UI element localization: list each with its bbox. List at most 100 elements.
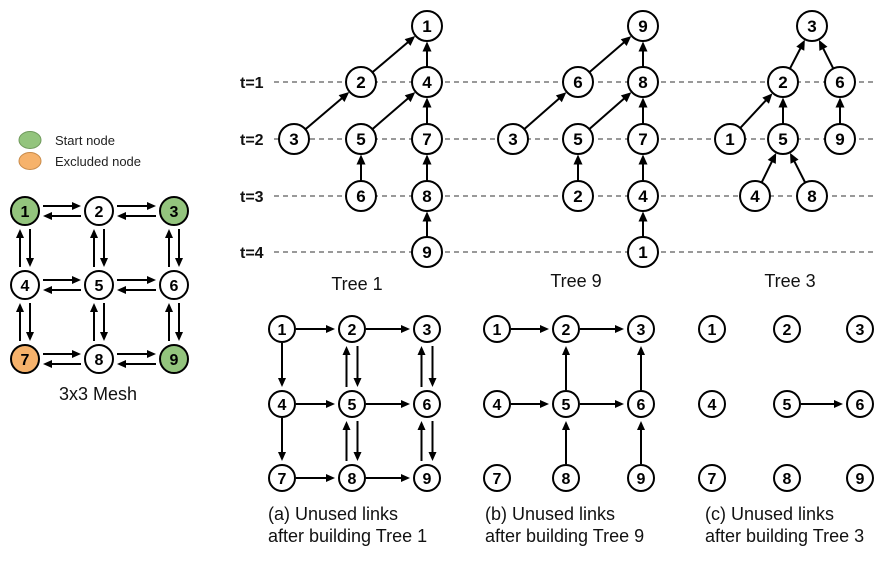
node-circle xyxy=(338,390,366,418)
node-label: 1 xyxy=(278,322,287,339)
tree-1-node-6: 6 xyxy=(345,180,377,212)
arrowhead xyxy=(428,452,437,461)
panel-a-node-1: 1 xyxy=(268,315,296,343)
arrow-shaft xyxy=(789,47,802,70)
arrowhead xyxy=(422,211,432,222)
node-label: 7 xyxy=(21,352,30,369)
node-label: 2 xyxy=(348,322,357,339)
tree-1-edge-7-to-4 xyxy=(422,97,432,124)
panel-b-caption-line1: (b) Unused links xyxy=(485,504,615,524)
mesh-node-4: 4 xyxy=(10,270,40,300)
mesh-node-2: 2 xyxy=(84,196,114,226)
node-circle xyxy=(796,10,828,42)
tree-1-edge-9-to-8 xyxy=(422,211,432,237)
arrowhead xyxy=(422,154,432,165)
arrowhead xyxy=(165,303,173,312)
mesh-caption: 3x3 Mesh xyxy=(59,384,137,404)
tree-9-node-4: 4 xyxy=(627,180,659,212)
arrowhead xyxy=(43,286,52,294)
arrowhead xyxy=(638,211,648,222)
node-circle xyxy=(483,390,511,418)
legend-item-start: Start node xyxy=(18,131,115,149)
arrowhead xyxy=(26,258,34,267)
mesh-link-3-to-2 xyxy=(117,212,156,220)
panel-c-link-5-to-6 xyxy=(801,400,843,408)
tree-3-edge-4-to-5 xyxy=(760,152,777,183)
arrowhead xyxy=(638,41,648,52)
node-circle xyxy=(562,123,594,155)
arrowhead xyxy=(401,325,410,333)
panel-b-node-2: 2 xyxy=(552,315,580,343)
arrowhead xyxy=(417,421,426,430)
arrowhead xyxy=(353,378,362,387)
arrow-shaft xyxy=(371,97,410,130)
node-circle xyxy=(411,180,443,212)
tree-1-edge-2-to-1 xyxy=(371,36,416,74)
panel-a-node-8: 8 xyxy=(338,464,366,492)
node-circle xyxy=(739,180,771,212)
node-circle xyxy=(345,123,377,155)
tree-3-node-3: 3 xyxy=(796,10,828,42)
panel-c-caption-line1: (c) Unused links xyxy=(705,504,834,524)
arrowhead xyxy=(147,276,156,284)
panel-c-node-8: 8 xyxy=(773,464,801,492)
node-label: 9 xyxy=(835,130,844,149)
arrowhead xyxy=(353,452,362,461)
arrowhead xyxy=(278,452,286,461)
node-circle xyxy=(268,464,296,492)
arrowhead xyxy=(417,346,426,355)
node-label: 3 xyxy=(423,322,432,339)
tree-9-node-3: 3 xyxy=(497,123,529,155)
tree-1-node-2: 2 xyxy=(345,66,377,98)
arrowhead xyxy=(117,360,126,368)
node-label: 7 xyxy=(278,471,287,488)
node-label: 8 xyxy=(95,352,104,369)
node-label: 5 xyxy=(348,397,357,414)
mesh-node-8: 8 xyxy=(84,344,114,374)
node-label: 3 xyxy=(637,322,646,339)
node-label: 2 xyxy=(356,73,365,92)
mesh-link-9-to-8 xyxy=(117,360,156,368)
node-circle xyxy=(698,464,726,492)
arrowhead xyxy=(796,39,805,51)
node-label: 1 xyxy=(422,17,431,36)
node-circle xyxy=(627,236,659,268)
excluded-node-label: Excluded node xyxy=(55,154,141,169)
panel-c-node-1: 1 xyxy=(698,315,726,343)
node-circle xyxy=(627,10,659,42)
arrowhead xyxy=(422,41,432,52)
mesh-links xyxy=(16,202,183,368)
tree-3-node-1: 1 xyxy=(714,123,746,155)
node-circle xyxy=(10,344,40,374)
panel-b-link-2-to-3 xyxy=(580,325,624,333)
panel-a-link-4-to-5 xyxy=(296,400,335,408)
node-label: 9 xyxy=(856,471,865,488)
node-label: 4 xyxy=(708,397,717,414)
arrowhead xyxy=(422,97,432,108)
arrowhead xyxy=(638,97,648,108)
node-label: 4 xyxy=(422,73,432,92)
node-label: 2 xyxy=(573,187,582,206)
node-label: 9 xyxy=(638,17,647,36)
mesh-link-7-to-8 xyxy=(43,350,81,358)
tree-1-node-7: 7 xyxy=(411,123,443,155)
node-label: 8 xyxy=(562,471,571,488)
arrow-shaft xyxy=(304,97,343,131)
start-node-label: Start node xyxy=(55,133,115,148)
panel-a-link-1-to-2 xyxy=(296,325,335,333)
node-label: 2 xyxy=(778,73,787,92)
node-label: 8 xyxy=(807,187,816,206)
tree-edges xyxy=(739,39,845,184)
tree-3-node-9: 9 xyxy=(824,123,856,155)
tree-1-node-1: 1 xyxy=(411,10,443,42)
panel-b-link-5-to-6 xyxy=(580,400,624,408)
mesh-link-2-to-3 xyxy=(117,202,156,210)
node-label: 4 xyxy=(278,397,287,414)
panel-b-node-7: 7 xyxy=(483,464,511,492)
node-circle xyxy=(84,344,114,374)
arrowhead xyxy=(637,346,645,355)
tree-1-node-3: 3 xyxy=(278,123,310,155)
arrowhead xyxy=(540,325,549,333)
mesh-node-1: 1 xyxy=(10,196,40,226)
arrowhead xyxy=(117,212,126,220)
